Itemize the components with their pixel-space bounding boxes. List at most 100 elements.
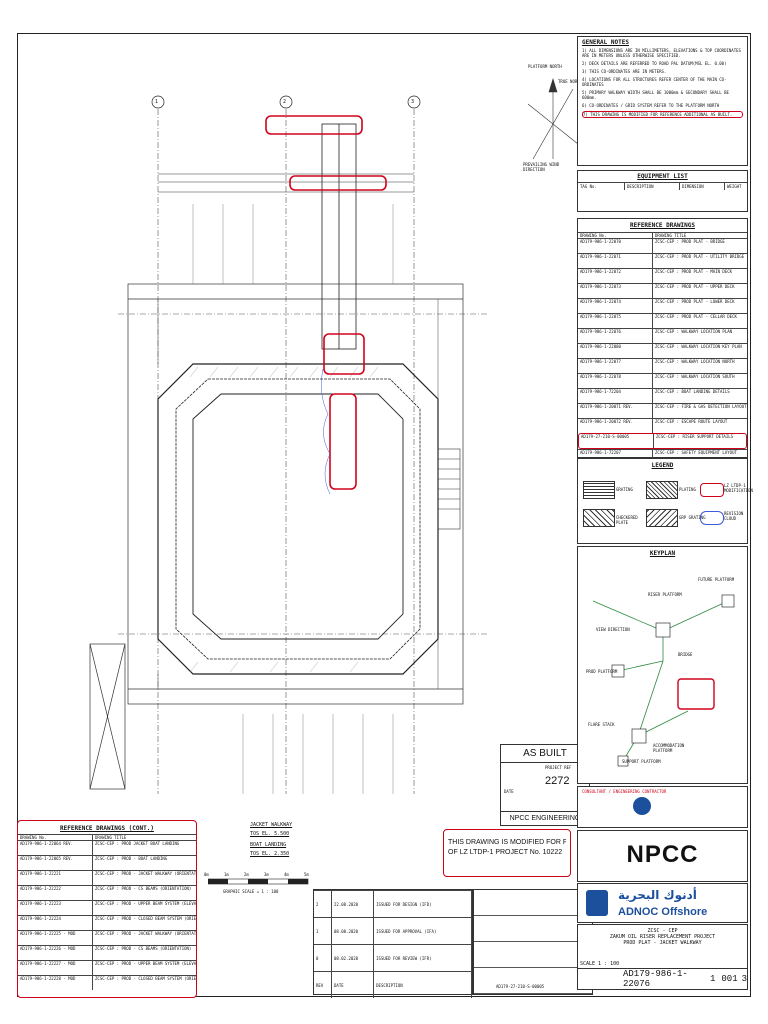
revision-cell: ISSUED FOR DESIGN (IFD)	[374, 891, 472, 917]
reference-drawing-cont-cell: AD179-986-1-22065 REV.	[18, 856, 93, 870]
scale-tick-2: 2m	[244, 872, 249, 877]
reference-drawing-cell: ZCSC-CEP : PROD PLAT - BRIDGE	[655, 239, 725, 244]
reference-drawings-cont-table: REFERENCE DRAWINGS (CONT.) DRAWING No. D…	[17, 820, 197, 998]
reference-drawing-cell: AD179-986-1-22070	[578, 239, 653, 253]
reference-drawing-cont-row: AD179-986-1-22065 REV.ZCSC-CEP : PROD - …	[18, 855, 196, 870]
revision-cell: REV	[314, 972, 332, 998]
scale-tick-1: 1m	[224, 872, 229, 877]
keyplan-riser-platform: RISER PLATFORM	[648, 592, 682, 597]
project-ref-label: PROJECT REF	[545, 765, 572, 770]
rev-number: 3	[741, 974, 747, 984]
reference-drawing-cont-cell: ZCSC-CEP : PROD JACKET BOAT LANDING	[95, 841, 180, 846]
keyplan-prod-platform: PROD PLATFORM	[586, 669, 618, 674]
north-arrow-icon	[527, 77, 579, 160]
revision-cell: 0	[314, 945, 332, 971]
tos-upper-label: TOS EL. 5.500	[250, 831, 290, 837]
reference-drawing-cont-cell: ZCSC-CEP : PROD - UPPER BEAM SYSTEM (ELE…	[95, 961, 196, 966]
project-line1: ZCSC - CEP	[647, 928, 678, 934]
legend-plating: PLATING	[679, 487, 696, 492]
graphic-scale	[208, 878, 309, 885]
general-note-item: 3) THIS CO-ORDINATES ARE IN METERS.	[582, 69, 667, 74]
reference-drawing-row: AD179-986-1-20072 REV.ZCSC-CEP : ESCAPE …	[578, 418, 747, 433]
jacket-walkway-plan	[89, 95, 488, 794]
legend-grating: GRATING	[616, 487, 633, 492]
revision-cell: 1	[314, 918, 332, 944]
modified-note-line1: THIS DRAWING IS MODIFIED FOR FEED	[448, 839, 566, 846]
legend-revision-cloud: REVISION CLOUD	[724, 511, 744, 521]
reference-drawing-cell: AD179-986-1-22080	[578, 344, 653, 358]
revision-cell: ISSUED FOR APPROVAL (IFA)	[374, 918, 472, 944]
reference-drawing-cont-cell: AD179-986-1-22225 - MOD	[18, 931, 93, 945]
reference-drawing-cell: ZCSC-CEP : FIRE & GAS DETECTION LAYOUT	[655, 404, 747, 409]
grid-label-2: 2	[283, 99, 287, 105]
revision-cell: 2	[314, 891, 332, 917]
reference-drawing-cell: AD179-27-210-S-00005	[579, 434, 654, 448]
reference-drawing-cont-cell: AD179-986-1-22222	[18, 886, 93, 900]
general-note-item: 5) PRIMARY WALKWAY WIDTH SHALL BE 1000mm…	[582, 90, 729, 100]
reference-drawing-cont-cell: ZCSC-CEP : PROD - CLOSED BEAM SYSTEM (OR…	[95, 916, 196, 921]
project-line2: ZAKUM OIL RISER REPLACEMENT PROJECT	[609, 934, 716, 940]
consultant-panel: CONSULTANT / ENGINEERING CONTRACTOR	[577, 786, 748, 828]
grating-swatch-icon	[583, 481, 615, 499]
reference-drawing-cell: AD179-986-1-22076	[578, 329, 653, 343]
grid-label-3: 3	[411, 99, 415, 105]
plating-swatch-icon	[646, 481, 678, 499]
reference-drawing-cell: AD179-986-1-20071 REV.	[578, 404, 653, 418]
adnoc-logo-panel: أدنوك البحرية ADNOC Offshore	[577, 883, 748, 923]
scale-tick-0: 0m	[204, 872, 209, 877]
general-note-item: 4) LOCATIONS FOR ALL STRUCTURES REFER CE…	[582, 77, 727, 87]
approval-grid	[473, 889, 593, 995]
company-label: NPCC ENGINEERING	[501, 811, 589, 822]
reference-drawing-cell: AD179-986-1-22078	[578, 374, 653, 388]
jacket-walkway-title: JACKET WALKWAY	[250, 822, 293, 828]
reference-drawing-cont-cell: ZCSC-CEP : PROD - UPPER BEAM SYSTEM (ELE…	[95, 901, 196, 906]
true-north-label: TRUE NORTH	[558, 79, 583, 84]
drawing-number-panel: AD179-986-1-22076 1 001 3	[577, 968, 748, 990]
keyplan-diagram	[592, 594, 735, 767]
doc-number: AD179-27-210-S-00005	[496, 984, 545, 989]
reference-drawing-cell: ZCSC-CEP : BOAT LANDING DETAILS	[655, 389, 730, 394]
keyplan-flare-stack: FLARE STACK	[588, 722, 615, 727]
equipment-list-panel: EQUIPMENT LIST TAG No. DESCRIPTION DIMEN…	[577, 170, 748, 212]
adnoc-arabic: أدنوك البحرية	[618, 888, 697, 902]
reference-drawing-cont-cell: AD179-986-1-22228 - MOD	[18, 976, 93, 990]
adnoc-text: ADNOC Offshore	[618, 906, 708, 918]
general-note-item: 7) THIS DRAWING IS MODIFIED FOR REFERENC…	[582, 111, 743, 118]
reference-drawing-cont-cell: ZCSC-CEP : PROD - CS BEAMS (ORIENTATION)	[95, 886, 192, 891]
scale-tick-5: 5m	[304, 872, 309, 877]
scale-label: SCALE 1 : 100	[580, 961, 620, 967]
reference-drawing-cell: AD179-986-1-20072 REV.	[578, 419, 653, 433]
tos-lower-label: TOS EL. 2.350	[250, 851, 290, 857]
consultant-logo-icon	[633, 797, 651, 815]
reference-drawing-cont-cell: AD179-986-1-22226 - MOD	[18, 946, 93, 960]
reference-drawing-cont-cell: AD179-986-1-22227 - MOD	[18, 961, 93, 975]
npcc-logo: NPCC	[626, 841, 699, 868]
project-line3: PROD PLAT - JACKET WALKWAY	[623, 940, 702, 946]
reference-drawing-cell: ZCSC-CEP : PROD PLAT - UTILITY BRIDGE	[655, 254, 745, 259]
reference-drawings-title: REFERENCE DRAWINGS	[629, 222, 696, 229]
general-note-item: 1) ALL DIMENSIONS ARE IN MILLIMETERS, EL…	[582, 48, 741, 58]
reference-drawing-cell: AD179-986-1-22071	[578, 254, 653, 268]
reference-drawing-cell: ZCSC-CEP : WALKWAY LOCATION KEY PLAN	[655, 344, 742, 349]
reference-drawing-cell: AD179-986-1-22075	[578, 314, 653, 328]
wind-direction-label: PREVAILING WIND DIRECTION	[523, 162, 560, 172]
modified-note-box: THIS DRAWING IS MODIFIED FOR FEED OF LZ …	[443, 829, 571, 877]
reference-drawing-cont-cell: ZCSC-CEP : PROD - JACKET WALKWAY (ORIENT…	[95, 871, 196, 876]
legend-lz-mod: LZ LTDP-1 MODIFICATION	[724, 483, 753, 493]
sheet-number: 1	[709, 974, 716, 984]
reference-drawing-cont-cell: ZCSC-CEP : PROD - BOAT LANDING	[95, 856, 168, 861]
reference-drawing-cell: ZCSC-CEP : PROD PLAT - LOWER DECK	[655, 299, 735, 304]
